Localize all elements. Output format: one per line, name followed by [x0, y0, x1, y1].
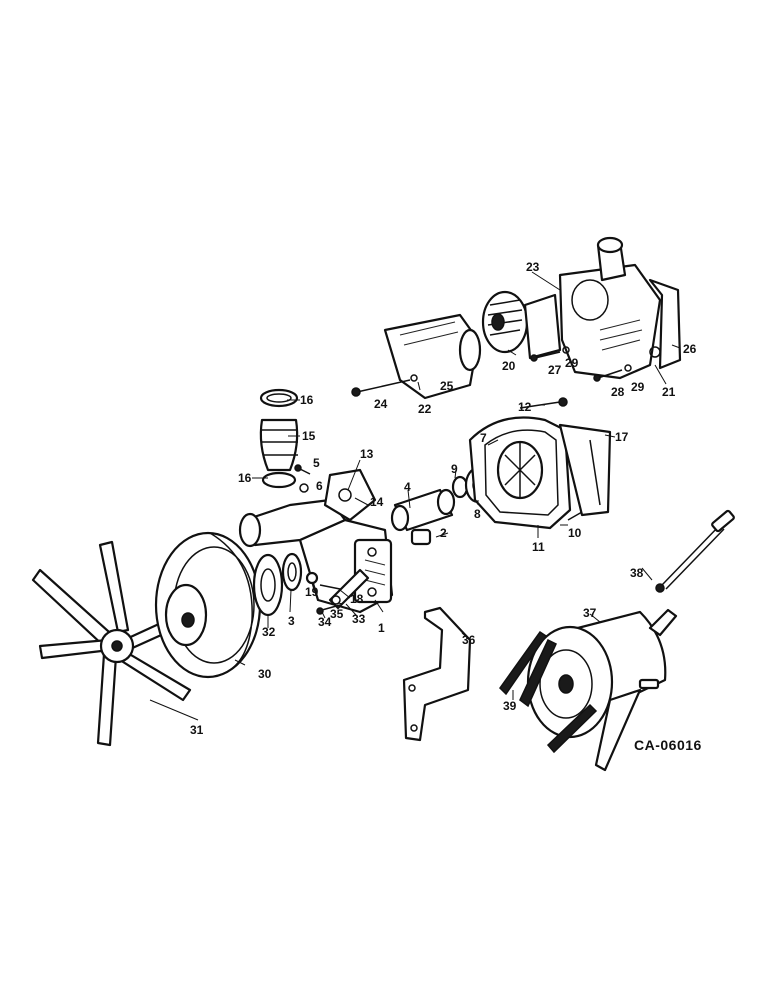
callout-15: 15 — [302, 429, 316, 443]
pulley — [154, 531, 262, 679]
hose-15 — [259, 418, 299, 472]
impeller-7 — [496, 440, 544, 500]
spacer-2 — [410, 528, 432, 546]
clamp-16-bottom — [261, 471, 297, 489]
callout-30: 30 — [258, 667, 272, 681]
callout-25: 25 — [440, 379, 454, 393]
callout-32: 32 — [262, 625, 276, 639]
bolt-24 — [351, 379, 411, 397]
callout-35: 35 — [330, 607, 344, 621]
bracket-36 — [402, 606, 472, 742]
callout-31: 31 — [190, 723, 204, 737]
gasket-23 — [523, 293, 562, 360]
bolt-5 — [294, 464, 311, 475]
callout-1: 1 — [378, 621, 385, 635]
callout-11: 11 — [532, 540, 545, 554]
belt-39 — [499, 630, 598, 754]
callout-13: 13 — [360, 447, 374, 461]
callout-labels: 1 2 3 4 5 6 7 8 9 10 11 12 13 14 15 16 1… — [190, 260, 697, 737]
washer-35 — [331, 595, 341, 605]
washer-29a — [562, 346, 570, 354]
back-plate-17 — [558, 423, 612, 517]
adjusting-rod-38 — [655, 509, 735, 593]
bolt-34 — [316, 604, 341, 615]
callout-20: 20 — [502, 359, 516, 373]
seal-32 — [252, 553, 284, 617]
water-outlet-21 — [558, 236, 662, 380]
water-pump-body — [238, 498, 394, 614]
callout-28: 28 — [611, 385, 625, 399]
callout-33: 33 — [352, 612, 366, 626]
callout-39: 39 — [503, 699, 517, 713]
callout-14: 14 — [370, 495, 384, 509]
washer-19 — [305, 571, 319, 585]
callout-36: 36 — [462, 633, 476, 647]
flange-13 — [323, 468, 377, 522]
callout-34: 34 — [318, 615, 332, 629]
callout-10: 10 — [568, 526, 582, 540]
bolt-27 — [530, 351, 561, 362]
callout-38: 38 — [630, 566, 644, 580]
callout-27: 27 — [548, 363, 562, 377]
callout-2: 2 — [440, 526, 447, 540]
callout-22: 22 — [418, 402, 432, 416]
callout-12: 12 — [518, 400, 532, 414]
callout-9: 9 — [451, 462, 458, 476]
bolt-28 — [593, 369, 623, 382]
callout-21: 21 — [662, 385, 676, 399]
callout-29a: 29 — [565, 356, 579, 370]
callout-16-bottom: 16 — [238, 471, 252, 485]
callout-26: 26 — [683, 342, 697, 356]
callout-3: 3 — [288, 614, 295, 628]
gasket-26 — [648, 278, 682, 370]
thermostat-housing-22 — [383, 313, 482, 400]
drawing-code: CA-06016 — [634, 737, 702, 753]
shaft-4 — [390, 488, 456, 532]
washer-9 — [451, 475, 469, 499]
callout-8: 8 — [474, 507, 481, 521]
washer-6 — [299, 483, 309, 493]
callout-7: 7 — [480, 431, 487, 445]
seal-3 — [281, 552, 303, 592]
callout-17: 17 — [615, 430, 629, 444]
callout-23: 23 — [526, 260, 540, 274]
callout-24: 24 — [374, 397, 388, 411]
callout-4: 4 — [404, 480, 411, 494]
callout-19: 19 — [305, 585, 319, 599]
thermostat-20 — [481, 290, 529, 354]
callout-16-top: 16 — [300, 393, 314, 407]
callout-6: 6 — [316, 479, 323, 493]
callout-29b: 29 — [631, 380, 645, 394]
clamp-16-top — [259, 388, 299, 408]
callout-37: 37 — [583, 606, 597, 620]
callout-5: 5 — [313, 456, 320, 470]
washer-25 — [410, 374, 418, 382]
leader-lines — [149, 271, 681, 721]
washer-29b — [624, 364, 632, 372]
callout-18: 18 — [350, 592, 364, 606]
